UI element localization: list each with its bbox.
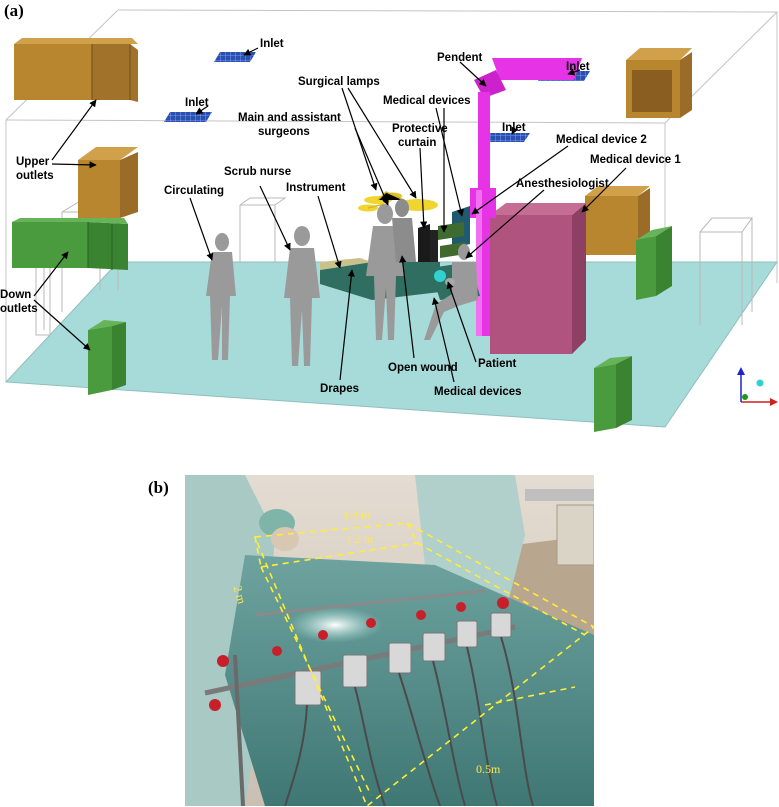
coordinate-axes bbox=[737, 367, 778, 406]
label-medical-devices-bottom: Medical devices bbox=[434, 386, 522, 398]
label-down-outlets-line1: Down bbox=[0, 289, 32, 301]
patient-figure bbox=[445, 278, 455, 286]
label-anesthesiologist: Anesthesiologist bbox=[516, 178, 609, 190]
label-upper-outlets-line1: Upper bbox=[16, 156, 50, 168]
label-inlet-2: Inlet bbox=[185, 97, 209, 109]
label-main-surgeons-line2: surgeons bbox=[258, 126, 310, 138]
dim-label-1-3m: 1.3 m bbox=[343, 508, 371, 522]
label-medical-device-2: Medical device 2 bbox=[556, 134, 647, 146]
label-pendent: Pendent bbox=[437, 52, 483, 64]
medical-devices-stack bbox=[428, 206, 470, 270]
inlet-panel-4 bbox=[482, 133, 530, 142]
label-open-wound: Open wound bbox=[388, 362, 458, 374]
inlet-panel-1 bbox=[214, 52, 256, 62]
leader-arrows bbox=[33, 47, 627, 383]
label-patient: Patient bbox=[478, 358, 517, 370]
upper-outlet-front-left bbox=[78, 147, 138, 218]
circulating-figure bbox=[206, 233, 236, 360]
label-medical-devices-top: Medical devices bbox=[383, 95, 471, 107]
dim-label-1-2m: 1.2 m bbox=[346, 532, 374, 546]
panel-b-label: (b) bbox=[148, 478, 169, 497]
label-inlet-1: Inlet bbox=[260, 38, 284, 50]
label-upper-outlets-line2: outlets bbox=[16, 170, 54, 182]
down-outlet-front-left bbox=[88, 320, 126, 395]
label-down-outlets-line2: outlets bbox=[0, 303, 38, 315]
inlet-panel-2 bbox=[164, 112, 212, 122]
label-medical-device-1: Medical device 1 bbox=[590, 154, 681, 166]
label-drapes: Drapes bbox=[320, 383, 359, 395]
label-protective-curtain-line2: curtain bbox=[398, 137, 437, 149]
label-circulating: Circulating bbox=[164, 185, 225, 197]
label-inlet-4: Inlet bbox=[502, 122, 526, 134]
operating-room-model bbox=[4, 9, 778, 432]
upper-outlet-back-left bbox=[14, 38, 138, 102]
medical-device-1 bbox=[490, 203, 586, 354]
upper-outlet-back-right bbox=[626, 48, 692, 118]
label-scrub-nurse: Scrub nurse bbox=[224, 166, 292, 178]
operating-table-photo bbox=[185, 475, 594, 806]
label-surgical-lamps: Surgical lamps bbox=[298, 76, 380, 88]
open-wound-marker bbox=[434, 270, 446, 282]
upper-outlet-front-right bbox=[585, 186, 650, 255]
scrub-nurse-figure bbox=[284, 226, 320, 366]
down-outlet-back-right bbox=[636, 226, 672, 300]
down-outlet-front-right bbox=[594, 356, 632, 432]
label-protective-curtain-line1: Protective bbox=[392, 123, 448, 135]
down-outlet-back-left bbox=[12, 218, 128, 270]
panel-a-label: (a) bbox=[4, 1, 24, 20]
label-main-surgeons-line1: Main and assistant bbox=[238, 112, 341, 124]
dim-label-0-5m: 0.5m bbox=[476, 762, 501, 776]
human-figures bbox=[206, 199, 478, 366]
label-inlet-3: Inlet bbox=[566, 61, 590, 73]
assistant-surgeon-figure bbox=[392, 199, 416, 262]
main-surgeon-figure bbox=[366, 204, 404, 340]
photo-illustration bbox=[185, 475, 594, 806]
label-instrument: Instrument bbox=[286, 182, 346, 194]
